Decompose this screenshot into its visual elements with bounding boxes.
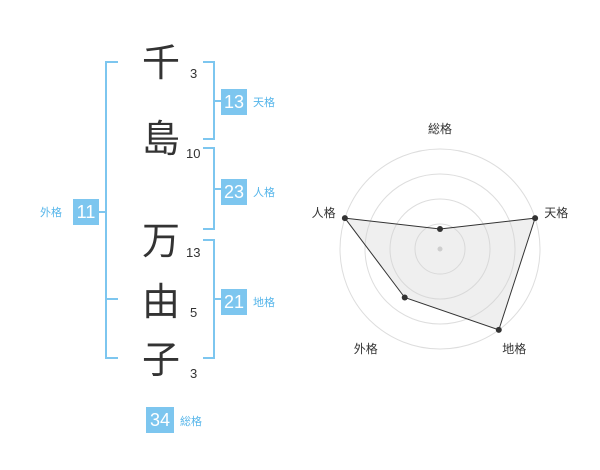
radar-grid-ring [364,173,516,325]
radar-grid-ring [389,198,491,300]
radar-point-1 [437,226,443,232]
radar-area-layer [341,215,539,333]
tenkaku-connector [215,100,221,102]
stroke-count-1: 3 [190,66,198,81]
name-char-2: 島 [141,117,180,161]
name-char-1: 千 [141,41,180,85]
radar-point-2 [532,215,539,222]
radar-axis-label-2: 天格 [544,205,568,220]
gaikaku-inner-tick [105,298,118,300]
radar-axis-label-3: 地格 [502,341,526,356]
radar-point-3 [495,326,502,333]
stroke-count-2: 10 [186,146,201,161]
chikaku-connector [215,298,221,300]
stroke-count-4: 5 [190,305,198,320]
jinkaku-label: 人格 [253,186,275,199]
radar-axis-label-1: 総格 [428,121,452,136]
tenkaku-bracket [203,61,215,140]
chikaku-badge: 21 [221,289,247,315]
stroke-count-5: 3 [190,366,198,381]
soukaku-label: 総格 [180,415,202,428]
tenkaku-label: 天格 [253,96,275,109]
radar-point-5 [341,215,348,222]
name-char-3: 万 [141,219,180,263]
gaikaku-connector [99,211,105,213]
soukaku-badge: 34 [146,407,174,433]
stroke-count-3: 13 [186,245,201,260]
radar-center-dot [437,246,443,252]
gaikaku-bracket [105,61,118,359]
radar-point-4 [401,294,408,301]
gaikaku-label: 外格 [40,206,62,219]
chikaku-label: 地格 [253,296,275,309]
jinkaku-badge: 23 [221,179,247,205]
name-char-5: 子 [141,338,180,382]
radar-area [343,217,536,331]
gaikaku-badge: 11 [73,199,99,225]
radar-grid-ring [414,223,466,275]
radar-grid [339,148,541,350]
radar-axis-label-4: 外格 [354,341,378,356]
name-char-4: 由 [141,280,180,324]
tenkaku-badge: 13 [221,89,247,115]
radar-axis-label-5: 人格 [312,205,336,220]
chikaku-bracket [203,239,215,359]
jinkaku-bracket [203,147,215,230]
jinkaku-connector [215,188,221,190]
radar-grid-ring [339,148,541,350]
